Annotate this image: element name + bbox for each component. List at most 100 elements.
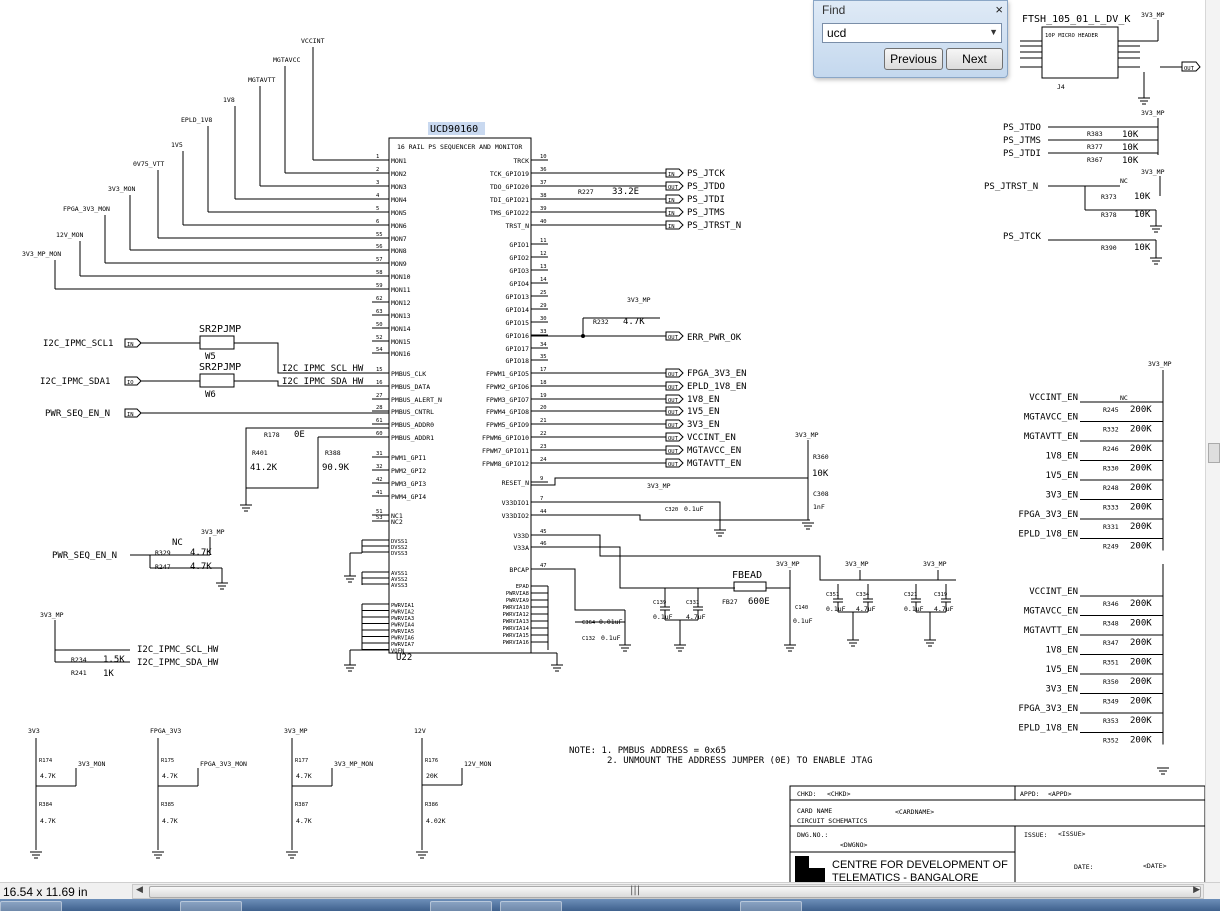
jtag-pu-net: PS_JTDO xyxy=(1003,123,1041,133)
en-pulldown-ref: R245 xyxy=(1103,406,1119,414)
enable-net-label: MGTAVTT_EN xyxy=(687,459,741,469)
w5-ref: W5 xyxy=(205,352,216,362)
r241-value: 1K xyxy=(103,669,114,679)
pin-number: 25 xyxy=(540,290,547,296)
taskbar-item[interactable] xyxy=(180,901,242,913)
pwrvia-name: EPAD xyxy=(516,584,529,590)
taskbar-item[interactable] xyxy=(0,901,62,913)
en-pulldown-net: FPGA_3V3_EN xyxy=(1018,704,1078,714)
c308-label: C308 xyxy=(813,490,829,498)
pin-name: MON11 xyxy=(391,286,411,294)
tb-issue: ISSUE: xyxy=(1024,831,1047,839)
pin-name: FPWM7_GPIO11 xyxy=(482,447,529,455)
schematic-canvas[interactable]: UCD90160 16 RAIL PS SEQUENCER AND MONITO… xyxy=(0,0,1220,882)
c331-value: 4.7uF xyxy=(686,613,706,621)
pin-name: GPIO15 xyxy=(506,319,530,327)
previous-button[interactable]: Previous xyxy=(884,48,943,70)
pin-number: 37 xyxy=(540,180,547,186)
pin-name: MON2 xyxy=(391,170,407,178)
title-block: CHKD: <CHKD> APPD: <APPD> CARD NAME <CAR… xyxy=(789,785,1205,882)
pin-number: 39 xyxy=(540,206,547,212)
jtck-net: PS_JTCK xyxy=(1003,232,1042,242)
r329-nc: NC xyxy=(172,538,183,548)
vertical-scrollbar[interactable] xyxy=(1205,0,1220,882)
en-pulldown-ref: R350 xyxy=(1103,678,1119,686)
pin-name: TDI_GPIO21 xyxy=(490,196,529,204)
fb27-label: FB27 xyxy=(722,598,738,606)
en-pulldown-ref: R346 xyxy=(1103,600,1119,608)
pin-number: 61 xyxy=(376,418,383,424)
chevron-down-icon[interactable]: ▼ xyxy=(989,27,998,37)
en-pulldown-value: 200K xyxy=(1130,522,1152,532)
pwrvia-name: PWRVIA7 xyxy=(391,642,414,648)
tb-appd-value: <APPD> xyxy=(1048,790,1072,798)
jtag-port-tag: IN xyxy=(668,224,675,230)
find-query-value[interactable]: ucd xyxy=(827,26,847,40)
scl-net: I2C_IPMC_SCL1 xyxy=(43,339,113,349)
r390-value: 10K xyxy=(1134,243,1151,253)
monitor-net-label: FPGA_3V3_MON xyxy=(63,205,110,213)
taskbar-item[interactable] xyxy=(430,901,492,913)
en-port-tag: OUT xyxy=(668,372,679,378)
en-pulldown-value: 200K xyxy=(1130,464,1152,474)
en-pulldown-ref: R246 xyxy=(1103,445,1119,453)
c320-value: 0.1uF xyxy=(684,505,704,513)
jtag-pu-ref: R367 xyxy=(1087,156,1103,164)
pin-number: 52 xyxy=(376,335,383,341)
pin-name: MON8 xyxy=(391,247,407,255)
tb-org-1: CENTRE FOR DEVELOPMENT OF xyxy=(832,859,1008,871)
taskbar-item[interactable] xyxy=(500,901,562,913)
pin-name: MON9 xyxy=(391,260,407,268)
fb-rail: 3V3_MP xyxy=(776,560,800,568)
en-pulldown-net: EPLD_1V8_EN xyxy=(1018,530,1078,540)
pin-number: 20 xyxy=(540,405,547,411)
horizontal-scroll-thumb[interactable]: ||| xyxy=(149,885,1201,898)
divider-r2-label: R387 xyxy=(295,802,308,808)
pin-name: GPIO13 xyxy=(506,293,530,301)
tb-org-2: TELEMATICS - BANGALORE xyxy=(832,872,979,882)
pin-name: PMBUS_DATA xyxy=(391,383,430,391)
next-button[interactable]: Next xyxy=(946,48,1003,70)
divider-r2-value: 4.7K xyxy=(296,817,312,825)
vertical-scroll-thumb[interactable] xyxy=(1208,443,1220,463)
divider-r2-value: 4.02K xyxy=(426,817,446,825)
jtag-net-label: PS_JTDI xyxy=(687,195,725,205)
pin-name: GPIO1 xyxy=(509,241,529,249)
pin-name: FPWM5_GPIO9 xyxy=(486,421,529,429)
horizontal-scrollbar[interactable]: ◀ ||| ▶ xyxy=(132,884,1204,899)
pin-number: 60 xyxy=(376,431,383,437)
err-pwr-ok-net: ERR_PWR_OK xyxy=(687,333,742,343)
schematic-drawing: UCD90160 16 RAIL PS SEQUENCER AND MONITO… xyxy=(22,11,1205,882)
pwrvia-name: PWRVIA6 xyxy=(391,636,414,642)
tb-card-name: CARD NAME xyxy=(797,807,832,815)
r227-value: 33.2E xyxy=(612,187,639,197)
tb-card-sub: CIRCUIT SCHEMATICS xyxy=(797,817,868,825)
jtag-net-label: PS_JTDO xyxy=(687,182,725,192)
r329-rail: 3V3_MP xyxy=(201,528,225,536)
find-search-input[interactable]: ucd ▼ xyxy=(822,23,1002,43)
en-pulldown-ref: R248 xyxy=(1103,484,1119,492)
fb27-value: 600E xyxy=(748,597,770,607)
taskbar-item[interactable] xyxy=(740,901,802,913)
scroll-right-icon[interactable]: ▶ xyxy=(1193,885,1200,895)
jtag-pu-value: 10K xyxy=(1122,143,1139,153)
en-pulldown-net: VCCINT_EN xyxy=(1029,587,1078,597)
pwrvia-name: PWRVIA9 xyxy=(506,598,529,604)
scroll-left-icon[interactable]: ◀ xyxy=(136,885,143,895)
pin-number: 42 xyxy=(376,477,383,483)
close-icon[interactable]: × xyxy=(995,2,1003,17)
jtag-port-tag: IN xyxy=(668,211,675,217)
pin-name: PMBUS_ALERT_N xyxy=(391,396,442,404)
en-pulldown-ref: R351 xyxy=(1103,659,1119,667)
pin-number: 7 xyxy=(540,496,543,502)
en-pulldown-net: EPLD_1V8_EN xyxy=(1018,724,1078,734)
divider-r2-label: R385 xyxy=(161,802,174,808)
divider-r1-label: R174 xyxy=(39,758,53,764)
c132-value: 0.1uF xyxy=(601,634,621,642)
r234-rail: 3V3_MP xyxy=(40,611,64,619)
pin-number: 38 xyxy=(540,193,547,199)
